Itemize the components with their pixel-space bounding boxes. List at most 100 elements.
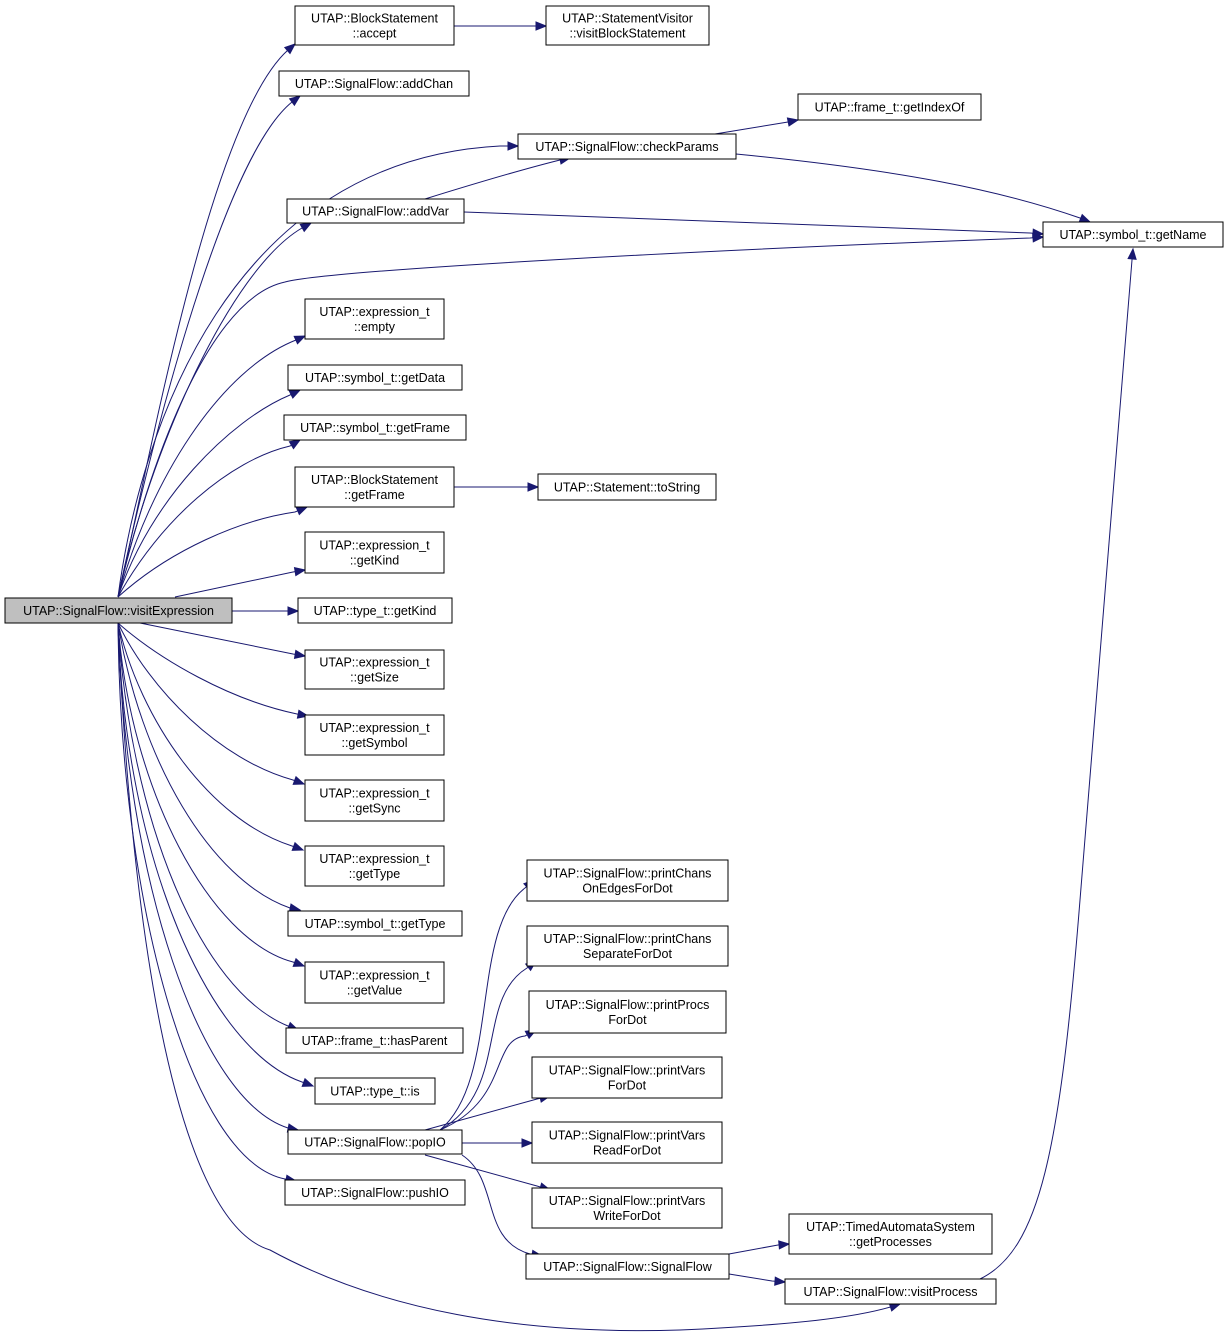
node-frameHasParent[interactable]: UTAP::frame_t::hasParent: [285, 1027, 464, 1054]
node-exprGetSymbol[interactable]: UTAP::expression_t::getSymbol: [304, 714, 445, 756]
nodes-layer: UTAP::SignalFlow::visitExpression UTAP::B…: [4, 5, 1224, 1305]
node-box[interactable]: [784, 1278, 997, 1305]
node-visitExpression[interactable]: UTAP::SignalFlow::visitExpression: [4, 597, 233, 624]
node-exprEmpty[interactable]: UTAP::expression_t::empty: [304, 298, 445, 340]
node-box[interactable]: [304, 649, 445, 690]
node-symGetType[interactable]: UTAP::symbol_t::getType: [287, 910, 463, 937]
edge-visitExpression-to-symGetType: [117, 622, 302, 913]
node-box[interactable]: [278, 70, 470, 97]
node-label: UTAP::frame_t::getIndexOf: [815, 101, 965, 115]
node-typeGetKind[interactable]: UTAP::type_t::getKind: [297, 597, 453, 624]
node-popIO[interactable]: UTAP::SignalFlow::popIO: [287, 1129, 463, 1155]
node-box[interactable]: [4, 597, 233, 624]
node-box[interactable]: [304, 779, 445, 822]
edge-visitExpression-to-exprGetSync: [117, 622, 306, 785]
edge-arrowhead: [301, 1077, 315, 1087]
node-box[interactable]: [285, 1027, 464, 1054]
node-symGetData[interactable]: UTAP::symbol_t::getData: [287, 364, 463, 391]
edge-arrowhead: [535, 21, 548, 31]
node-signalFlowCtor[interactable]: UTAP::SignalFlow::SignalFlow: [525, 1253, 730, 1280]
node-bsGetFrame[interactable]: UTAP::BlockStatement::getFrame: [294, 466, 455, 508]
node-label: UTAP::SignalFlow::printChans: [544, 867, 712, 881]
edge-arrowhead: [1078, 213, 1092, 223]
node-box[interactable]: [1042, 221, 1224, 248]
node-box[interactable]: [517, 133, 737, 160]
node-box[interactable]: [545, 5, 710, 46]
edge-arrowhead: [786, 117, 800, 127]
node-tasGetProcesses[interactable]: UTAP::TimedAutomataSystem::getProcesses: [788, 1213, 993, 1255]
node-label: ReadForDot: [593, 1144, 662, 1158]
node-box[interactable]: [314, 1077, 436, 1105]
node-addVar[interactable]: UTAP::SignalFlow::addVar: [286, 198, 465, 224]
node-symGetName[interactable]: UTAP::symbol_t::getName: [1042, 221, 1224, 248]
node-bsAccept[interactable]: UTAP::BlockStatement::accept: [294, 5, 455, 46]
node-box[interactable]: [283, 414, 467, 441]
node-printChansOnEdges[interactable]: UTAP::SignalFlow::printChansOnEdgesForDo…: [526, 859, 729, 902]
edge-line: [174, 569, 306, 598]
edge-arrowhead: [507, 141, 520, 151]
node-box[interactable]: [528, 990, 727, 1034]
node-symGetFrame[interactable]: UTAP::symbol_t::getFrame: [283, 414, 467, 441]
node-box[interactable]: [284, 1179, 466, 1206]
node-stmtToString[interactable]: UTAP::Statement::toString: [537, 473, 717, 501]
node-label: ::getProcesses: [849, 1235, 932, 1249]
edge-popIO-to-printVarsRead: [462, 1138, 534, 1148]
node-box[interactable]: [304, 531, 445, 574]
edge-visitExpression-to-typeGetKind: [232, 606, 300, 616]
node-box[interactable]: [526, 859, 729, 902]
node-box[interactable]: [287, 364, 463, 391]
node-label: ::getSize: [350, 671, 399, 685]
node-box[interactable]: [304, 845, 445, 887]
node-frameGetIndexOf[interactable]: UTAP::frame_t::getIndexOf: [797, 93, 982, 121]
node-box[interactable]: [304, 298, 445, 340]
node-exprGetValue[interactable]: UTAP::expression_t::getValue: [304, 961, 445, 1004]
node-exprGetType[interactable]: UTAP::expression_t::getType: [304, 845, 445, 887]
node-box[interactable]: [788, 1213, 993, 1255]
node-box[interactable]: [297, 597, 453, 624]
node-box[interactable]: [287, 910, 463, 937]
node-box[interactable]: [286, 198, 465, 224]
node-typeIs[interactable]: UTAP::type_t::is: [314, 1077, 436, 1105]
node-label: UTAP::BlockStatement: [311, 12, 438, 26]
node-svVisitBlock[interactable]: UTAP::StatementVisitor::visitBlockStatem…: [545, 5, 710, 46]
edge-arrowhead: [283, 43, 297, 55]
node-pushIO[interactable]: UTAP::SignalFlow::pushIO: [284, 1179, 466, 1206]
node-box[interactable]: [531, 1187, 723, 1229]
node-box[interactable]: [287, 1129, 463, 1155]
node-exprGetKind[interactable]: UTAP::expression_t::getKind: [304, 531, 445, 574]
edge-line: [117, 622, 299, 1131]
edge-visitExpression-to-exprGetValue: [117, 622, 306, 967]
node-exprGetSync[interactable]: UTAP::expression_t::getSync: [304, 779, 445, 822]
edge-line: [463, 211, 1044, 235]
edge-arrowhead: [288, 389, 302, 399]
edge-line: [117, 222, 312, 598]
node-box[interactable]: [294, 5, 455, 46]
node-box[interactable]: [797, 93, 982, 121]
node-box[interactable]: [304, 961, 445, 1004]
node-label: UTAP::expression_t: [319, 721, 430, 735]
edge-arrowhead: [293, 567, 307, 577]
node-checkParams[interactable]: UTAP::SignalFlow::checkParams: [517, 133, 737, 160]
node-exprGetSize[interactable]: UTAP::expression_t::getSize: [304, 649, 445, 690]
edge-arrowhead: [1127, 247, 1137, 260]
edge-line: [117, 622, 314, 1087]
node-addChan[interactable]: UTAP::SignalFlow::addChan: [278, 70, 470, 97]
node-box[interactable]: [304, 714, 445, 756]
node-box[interactable]: [294, 466, 455, 508]
node-box[interactable]: [526, 925, 729, 967]
edge-line: [117, 622, 299, 1031]
node-label: UTAP::SignalFlow::printVars: [549, 1064, 706, 1078]
edge-line: [117, 335, 306, 598]
node-box[interactable]: [525, 1253, 730, 1280]
node-printChansSeparate[interactable]: UTAP::SignalFlow::printChansSeparateForD…: [526, 925, 729, 967]
node-box[interactable]: [531, 1056, 723, 1099]
edge-arrowhead: [1032, 233, 1045, 243]
node-visitProcess[interactable]: UTAP::SignalFlow::visitProcess: [784, 1278, 997, 1305]
node-box[interactable]: [531, 1121, 723, 1164]
node-box[interactable]: [537, 473, 717, 501]
